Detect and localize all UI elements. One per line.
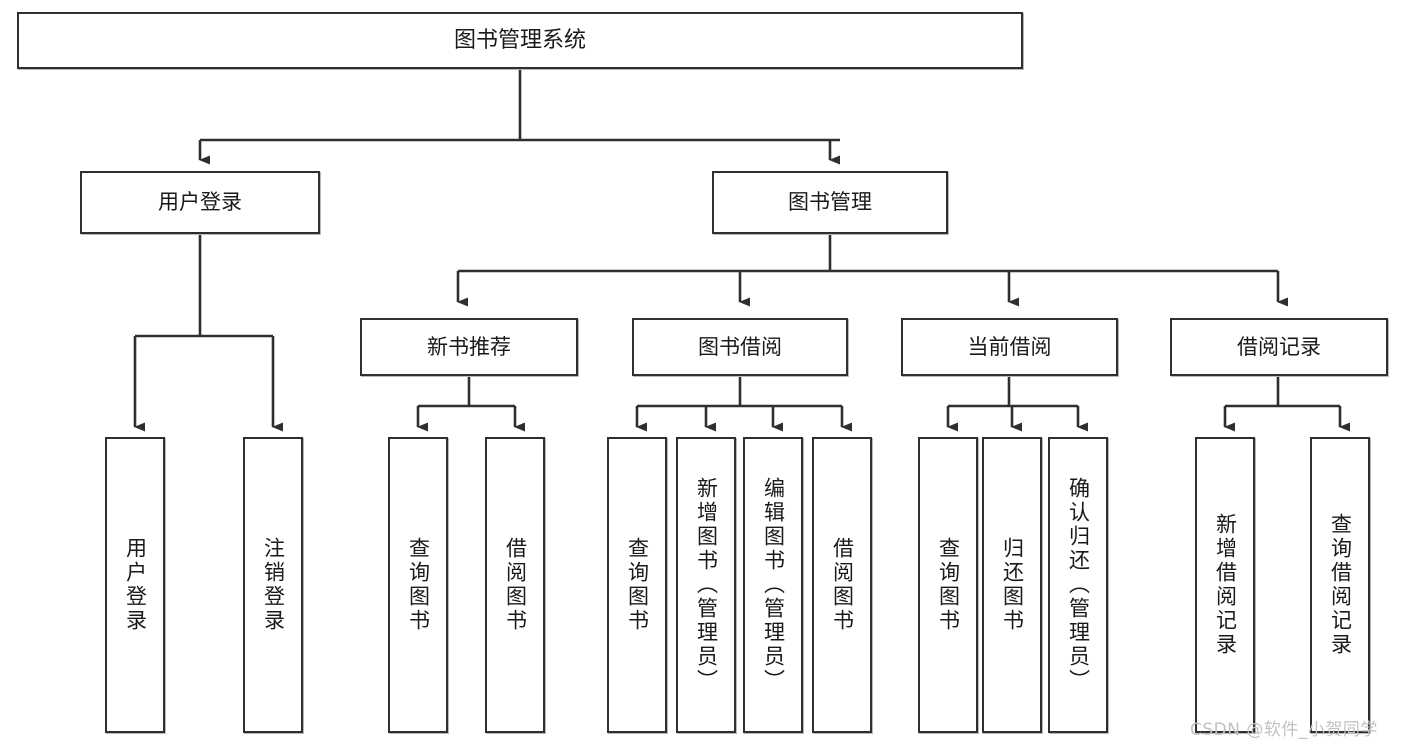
node-label: 新增图书（管理员） xyxy=(694,477,719,693)
node-leaf-query-borrow-record[interactable]: 查询借阅记录 xyxy=(1310,437,1370,733)
node-leaf-query-book-borrow[interactable]: 查询图书 xyxy=(607,437,667,733)
node-label: 查询图书 xyxy=(625,537,650,633)
node-label: 图书管理 xyxy=(788,190,872,215)
node-label: 确认归还（管理员） xyxy=(1066,477,1091,693)
node-leaf-user-login[interactable]: 用户登录 xyxy=(105,437,165,733)
node-leaf-edit-book[interactable]: 编辑图书（管理员） xyxy=(743,437,803,733)
node-label: 当前借阅 xyxy=(967,334,1052,359)
node-current-borrow[interactable]: 当前借阅 xyxy=(901,318,1118,376)
node-label: 用户登录 xyxy=(123,537,148,633)
node-leaf-add-book[interactable]: 新增图书（管理员） xyxy=(676,437,736,733)
node-label: 查询图书 xyxy=(936,537,961,633)
node-leaf-query-book-current[interactable]: 查询图书 xyxy=(918,437,978,733)
node-leaf-add-borrow-record[interactable]: 新增借阅记录 xyxy=(1195,437,1255,733)
node-user-login[interactable]: 用户登录 xyxy=(80,171,320,234)
node-label: 借阅图书 xyxy=(503,537,528,633)
node-book-borrow[interactable]: 图书借阅 xyxy=(632,318,848,376)
node-label: 新增借阅记录 xyxy=(1213,513,1238,657)
node-leaf-return-book[interactable]: 归还图书 xyxy=(982,437,1042,733)
node-leaf-query-book-recommend[interactable]: 查询图书 xyxy=(388,437,448,733)
csdn-watermark: CSDN @软件_小贺同学 xyxy=(1190,720,1378,740)
node-leaf-confirm-return[interactable]: 确认归还（管理员） xyxy=(1048,437,1108,733)
node-borrow-record[interactable]: 借阅记录 xyxy=(1170,318,1388,376)
node-label: 编辑图书（管理员） xyxy=(761,477,786,693)
node-label: 查询图书 xyxy=(406,537,431,633)
node-label: 新书推荐 xyxy=(427,334,511,359)
node-label: 借阅图书 xyxy=(830,537,855,633)
node-label: 用户登录 xyxy=(158,190,242,215)
node-label: 归还图书 xyxy=(1000,537,1025,633)
node-book-manage[interactable]: 图书管理 xyxy=(712,171,948,234)
node-new-book-recommend[interactable]: 新书推荐 xyxy=(360,318,578,376)
node-label: 借阅记录 xyxy=(1237,334,1321,359)
node-leaf-borrow-book[interactable]: 借阅图书 xyxy=(812,437,872,733)
node-leaf-borrow-book-recommend[interactable]: 借阅图书 xyxy=(485,437,545,733)
node-label: 注销登录 xyxy=(261,537,286,633)
node-label: 图书管理系统 xyxy=(453,27,586,53)
node-label: 查询借阅记录 xyxy=(1328,513,1353,657)
node-root-book-management-system[interactable]: 图书管理系统 xyxy=(17,12,1023,69)
node-label: 图书借阅 xyxy=(698,334,782,359)
node-leaf-logout-login[interactable]: 注销登录 xyxy=(243,437,303,733)
